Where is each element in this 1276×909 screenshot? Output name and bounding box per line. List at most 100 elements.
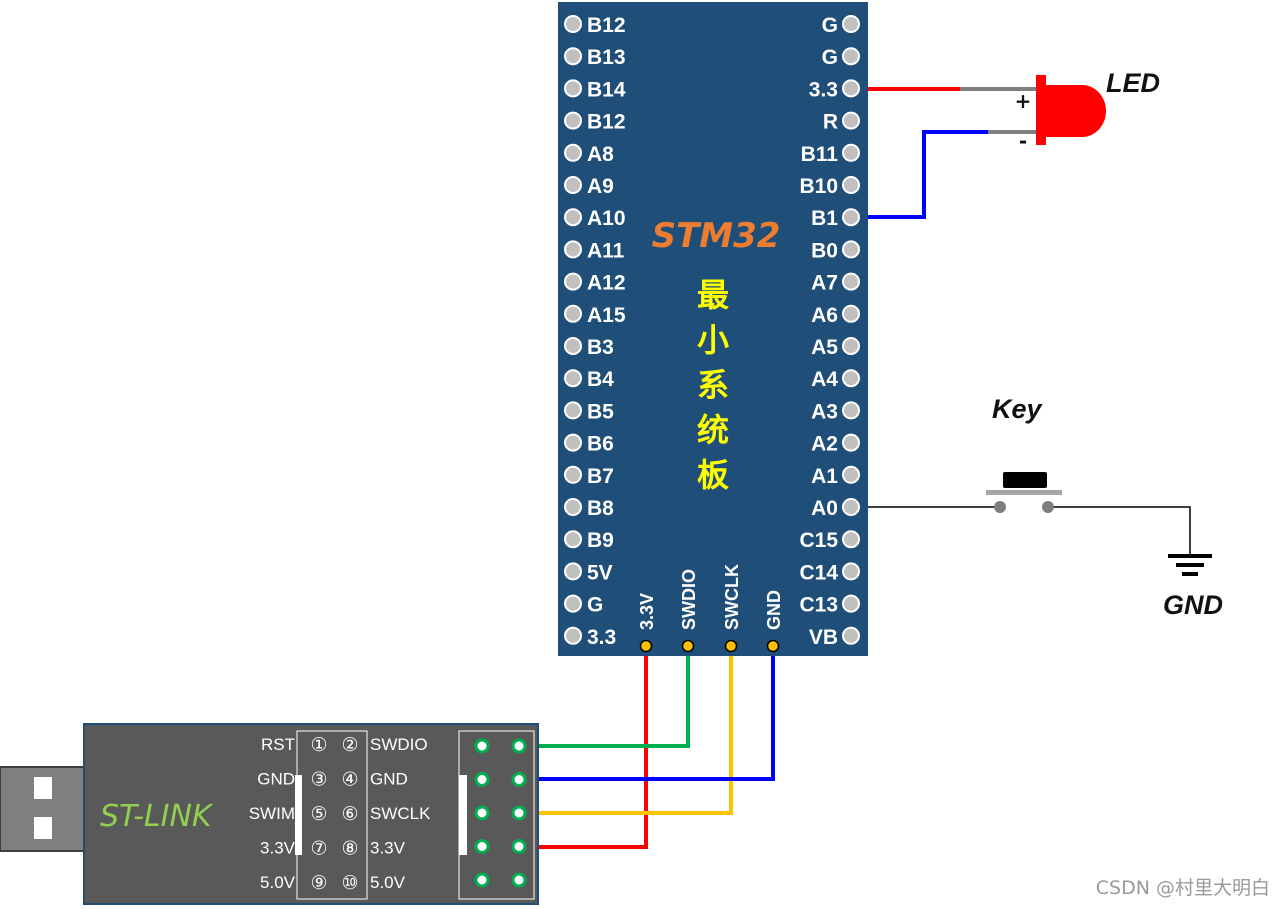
led-label: LED: [1106, 68, 1160, 98]
pin-hole: [564, 401, 582, 420]
pin-hole: [564, 208, 582, 227]
right-pin-label: A4: [811, 368, 838, 391]
left-pin-label: B13: [587, 46, 626, 69]
stlink-right-label: 5.0V: [370, 873, 406, 892]
right-pin-label: A2: [811, 433, 838, 456]
pin-hole: [564, 498, 582, 516]
key-cap: [1003, 472, 1047, 488]
stlink-header-key: [459, 775, 467, 855]
stlink-header-pin: [474, 805, 490, 821]
stlink-header-pin: [511, 738, 527, 754]
pin-hole: [564, 240, 582, 259]
left-pin-label: B7: [587, 465, 614, 488]
left-pin-label: A8: [587, 143, 614, 166]
pin-hole: [842, 626, 860, 645]
right-pin-label: B11: [801, 143, 839, 166]
left-pin-label: A15: [587, 304, 626, 327]
swd-pin-label: GND: [764, 590, 784, 630]
right-pin-label: C14: [799, 561, 838, 584]
pin-hole: [564, 15, 582, 33]
pin-hole: [564, 433, 582, 452]
stlink-left-label: GND: [257, 770, 295, 789]
pin-hole: [842, 79, 860, 98]
pin-hole: [564, 530, 582, 549]
stlink-pin-number: ①: [310, 734, 327, 756]
stlink-right-label: GND: [370, 770, 408, 789]
stlink-header-pin: [511, 839, 527, 854]
stlink-pin-header: [474, 738, 527, 888]
stlink-header-pin: [511, 872, 527, 888]
stlink-left-label: RST: [261, 735, 295, 754]
stlink-right-label: 3.3V: [370, 839, 406, 858]
stlink-header-pin: [474, 738, 490, 754]
stlink-header-pin: [511, 772, 527, 787]
right-pin-label: A5: [811, 336, 838, 359]
stlink-pin-number: ⑦: [310, 838, 327, 860]
pin-hole: [564, 111, 582, 130]
stlink-title: ST-LINK: [100, 799, 214, 834]
left-pin-label: 3.3: [587, 626, 616, 649]
right-pin-label: C13: [799, 594, 838, 617]
right-pin-label: B0: [811, 239, 838, 262]
pin-hole: [564, 369, 582, 388]
led-negative-wire: [857, 130, 988, 219]
right-pin-label: R: [823, 111, 838, 134]
pin-hole: [564, 626, 582, 645]
pin-hole: [564, 79, 582, 98]
right-pin-label: 3.3: [809, 78, 838, 101]
pin-hole: [564, 47, 582, 66]
stlink-left-label: 5.0V: [260, 873, 296, 892]
pin-hole: [842, 562, 860, 581]
pin-hole: [564, 465, 582, 484]
pin-hole: [564, 337, 582, 355]
pin-hole: [842, 304, 860, 323]
pin-hole: [564, 272, 582, 291]
pin-hole: [842, 176, 860, 194]
swd-pin: [766, 639, 780, 653]
pin-hole: [842, 465, 860, 484]
left-pin-label: B6: [587, 433, 614, 456]
led: + - LED: [1015, 68, 1160, 153]
led-flange: [1036, 75, 1046, 145]
right-pin-label: G: [822, 46, 838, 69]
board-body: [558, 2, 868, 656]
board-subtitle-char: 系: [697, 366, 729, 404]
pin-hole: [842, 208, 860, 227]
left-pin-header: B12B13B14B12A8A9A10A11A12A15B3B4B5B6B7B8…: [564, 14, 626, 649]
led-minus-sign: -: [1019, 129, 1027, 153]
left-pin-label: A9: [587, 175, 614, 198]
right-pin-label: A3: [811, 400, 838, 423]
swd-pin: [724, 639, 738, 653]
stlink-header-pin: [474, 772, 490, 787]
swd-pin: [681, 639, 695, 653]
pin-hole: [564, 304, 582, 323]
pin-hole: [842, 401, 860, 420]
key-label: Key: [992, 394, 1044, 424]
pin-hole: [842, 594, 860, 613]
swd-pin-label: SWCLK: [722, 564, 742, 630]
key-contact-right: [1042, 501, 1054, 513]
stlink-pin-number: ⑧: [341, 838, 358, 860]
usb-contact-top: [34, 777, 52, 799]
stlink-right-label: SWDIO: [370, 735, 428, 754]
left-pin-label: B5: [587, 400, 614, 423]
pin-hole: [842, 143, 860, 162]
pin-hole: [564, 562, 582, 581]
left-pin-label: B12: [587, 14, 626, 37]
left-pin-label: A10: [587, 207, 626, 230]
pin-hole: [842, 433, 860, 452]
usb-plug: [0, 766, 85, 852]
left-pin-label: B8: [587, 497, 614, 520]
stlink-pin-number: ②: [341, 734, 358, 756]
left-pin-label: A11: [587, 239, 625, 262]
pin-hole: [842, 337, 860, 355]
stlink-pin-number: ③: [310, 769, 327, 791]
push-button: Key: [986, 394, 1062, 513]
swclk-wire: [519, 646, 733, 815]
board-subtitle-char: 小: [697, 321, 729, 359]
stlink-left-label: SWIM: [249, 804, 295, 823]
left-pin-label: B12: [587, 111, 626, 134]
swd-pin: [639, 639, 653, 653]
